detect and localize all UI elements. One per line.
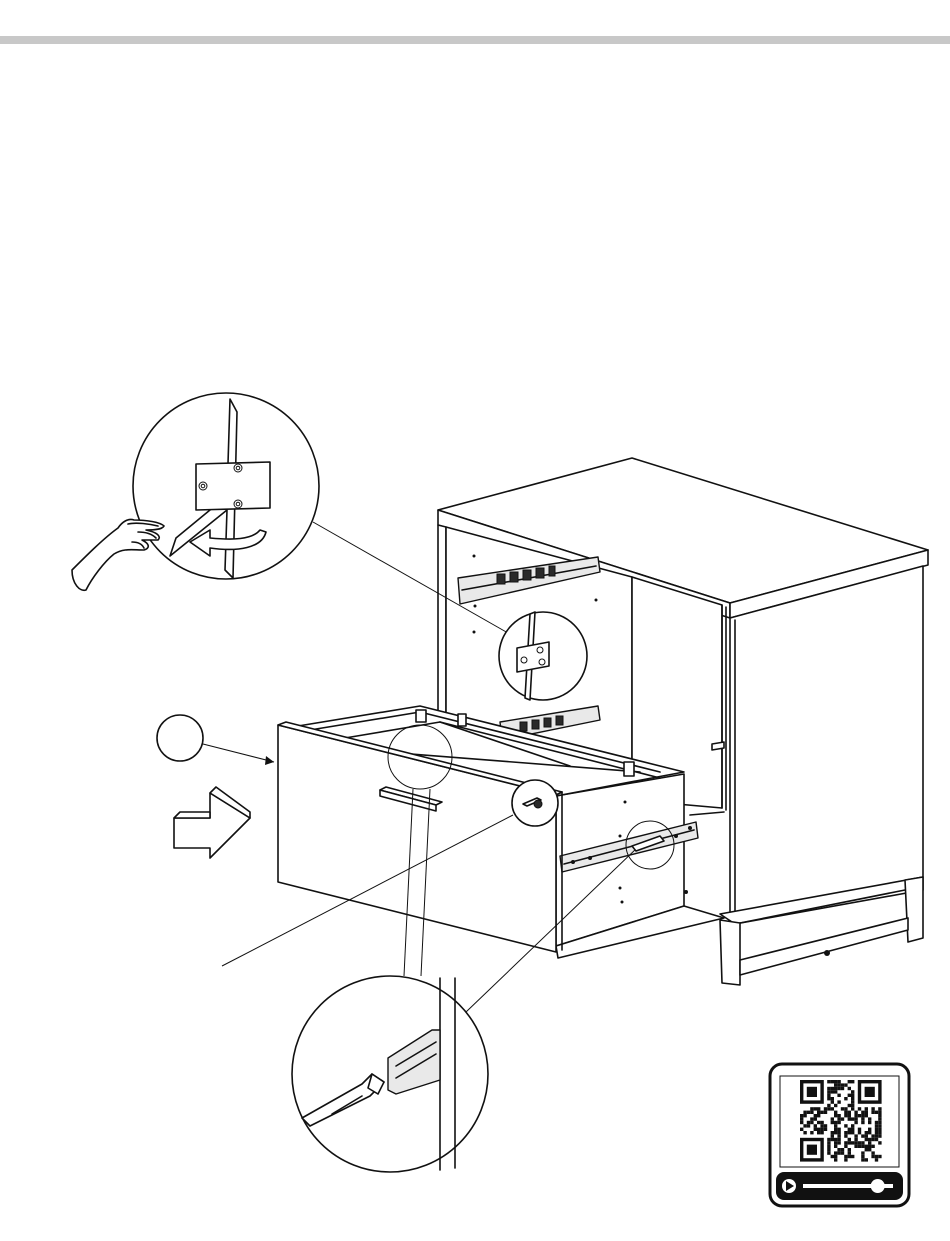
qr-video-badge[interactable]	[770, 1064, 909, 1206]
hand-icon	[72, 519, 164, 590]
video-progress-thumb[interactable]	[871, 1179, 885, 1193]
detail-cabinet-bracket	[499, 612, 587, 700]
base-stretcher	[740, 918, 908, 975]
detail-circle-runner-insert	[292, 976, 488, 1172]
detail-circle-bracket-rotate	[133, 393, 319, 579]
cabinet-right-panel	[730, 566, 923, 914]
part-callout-circle	[157, 715, 203, 761]
leg-back-right	[905, 877, 923, 942]
leg-front-left	[720, 920, 740, 985]
